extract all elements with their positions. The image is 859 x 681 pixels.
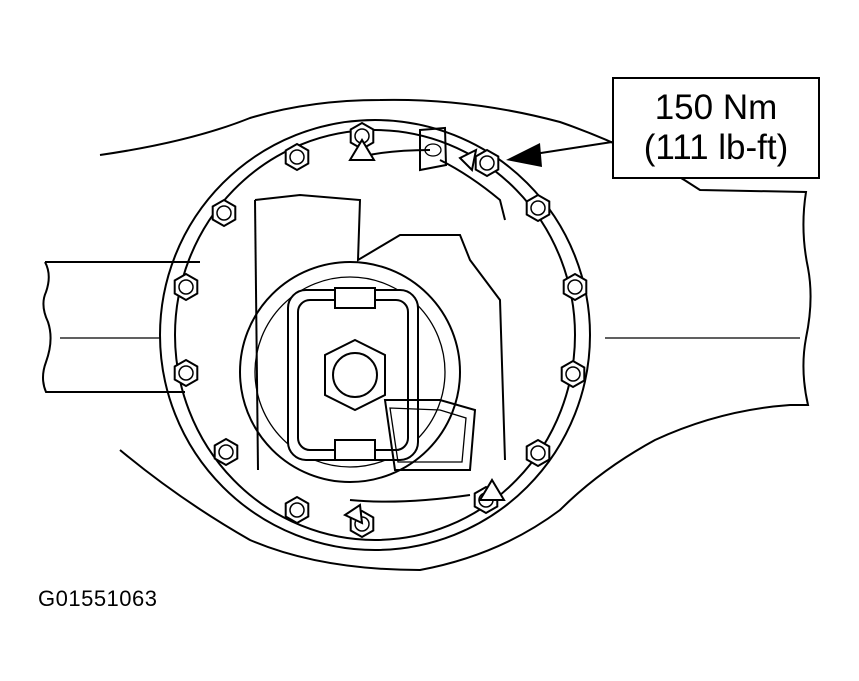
torque-callout: 150 Nm (111 lb-ft) [612,77,820,179]
hex-bolt-icon [560,359,586,389]
sequence-arrow-icon [342,503,364,525]
gasket-tab [383,399,477,471]
torque-lbft-label: (111 lb-ft) [643,128,789,167]
torque-pointer-arrow-icon [506,141,613,167]
sequence-arrow-icon [348,138,376,161]
cover-flange [159,119,591,551]
fill-plug [419,126,448,172]
sequence-arrow-icon [478,478,506,501]
cover-bolts [173,121,588,539]
hex-bolt-icon [211,198,237,228]
hex-bolt-icon [284,495,310,525]
hex-bolt-icon [173,358,199,388]
pinion-nut [324,338,386,412]
axle-housing-outline [42,98,812,572]
sequence-arrow-icon [458,148,478,173]
hex-bolt-icon [173,272,199,302]
torque-nm-label: 150 Nm [654,88,778,127]
hex-bolt-icon [284,142,310,172]
carrier-body [239,126,506,503]
sequence-arrows [342,138,506,525]
hex-bolt-icon [474,148,500,178]
hex-bolt-icon [213,437,239,467]
figure-id: G01551063 [38,586,158,611]
hex-bolt-icon [562,272,588,302]
hex-bolt-icon [525,438,551,468]
hex-bolt-icon [525,193,551,223]
